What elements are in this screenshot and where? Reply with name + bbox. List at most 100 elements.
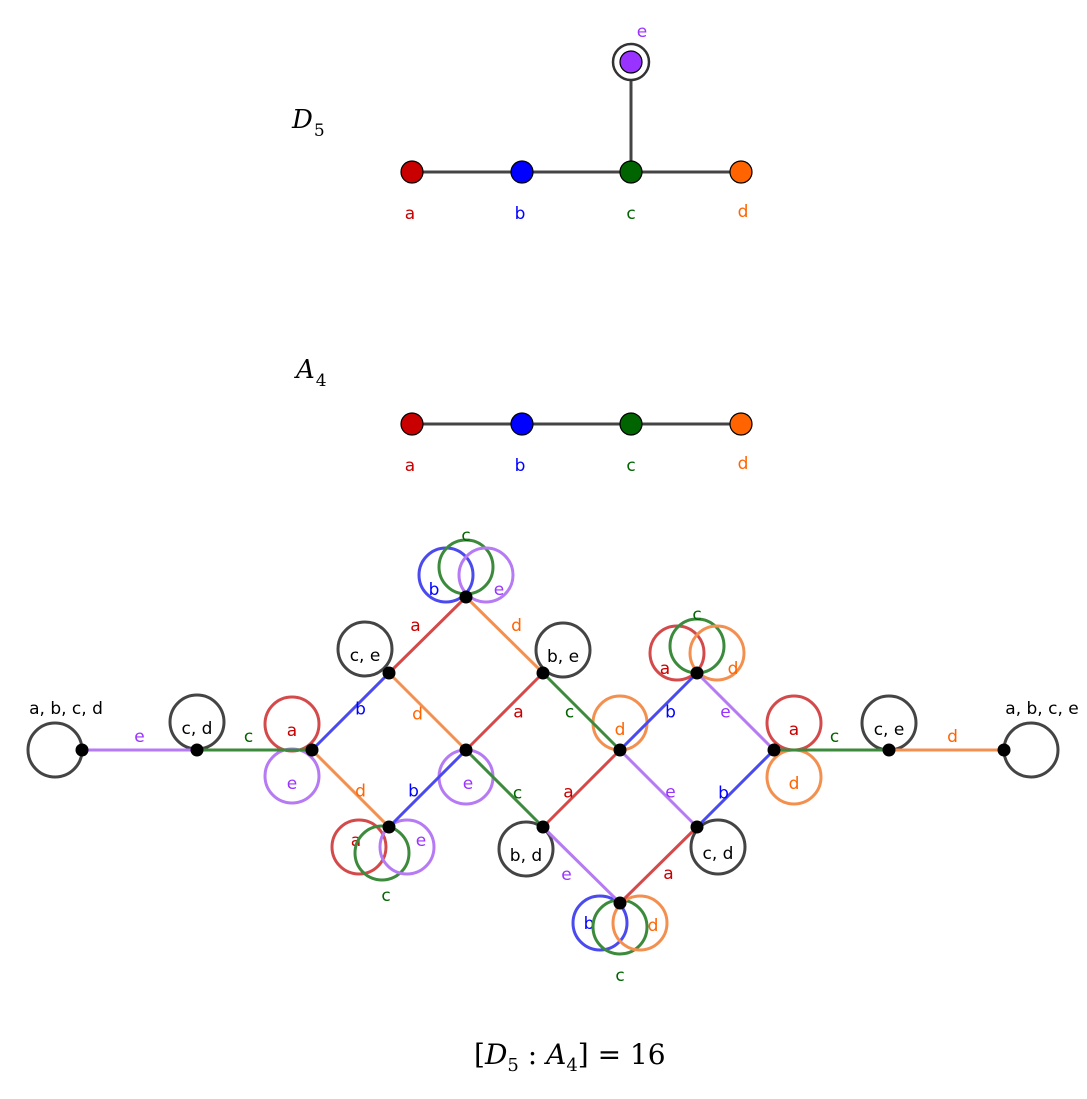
graph-vertex-v1 <box>75 743 89 757</box>
graph-edge-v4-v7 <box>387 671 468 752</box>
graph-loop-label-v9-0: b, d <box>510 846 542 866</box>
graph-edge-v5-v7 <box>387 748 468 829</box>
graph-loop-label-v5-2: e <box>416 831 426 851</box>
graph-vertex-v8 <box>536 666 550 680</box>
graph-loop-label-v11-0: b <box>584 914 595 934</box>
graph-edge-label-v3-v5: d <box>355 782 366 802</box>
graph-edge-label-v15-v16: d <box>947 727 958 747</box>
graph-edges <box>82 595 1004 905</box>
graph-loop-label-v1-0: a, b, c, d <box>29 699 103 719</box>
a4-node-label-a: a <box>405 456 415 476</box>
graph-edge-label-v11-v13: a <box>663 864 673 884</box>
graph-edge-label-v2-v3: c <box>244 727 253 747</box>
graph-edge-label-v6-v8: d <box>511 616 522 636</box>
graph-edge-v4-v6 <box>387 595 468 675</box>
graph-vertex-v5 <box>382 820 396 834</box>
graph-loop-label-v2-0: c, d <box>182 719 213 739</box>
graph-loop-label-v15-0: c, e <box>874 720 905 740</box>
graph-vertex-v15 <box>882 743 896 757</box>
graph-loop-label-v10-0: d <box>615 720 626 740</box>
a4-node-label-c: c <box>626 456 635 476</box>
a4-node-a <box>400 412 424 436</box>
graph-loop-label-v6-2: e <box>494 580 504 600</box>
graph-loop-v4-0 <box>336 620 394 678</box>
graph-edge-v9-v10 <box>541 748 622 829</box>
graph-loop-label-v12-1: c <box>692 605 701 625</box>
graph-loop-v5-0 <box>330 818 388 876</box>
graph-vertex-v12 <box>690 666 704 680</box>
graph-vertex-v14 <box>767 743 781 757</box>
d5-node-label-c: c <box>626 204 635 224</box>
a4-node-label-b: b <box>515 456 526 476</box>
graph-loop-v6-2 <box>457 546 515 604</box>
graph-loop-label-v11-2: d <box>648 916 659 936</box>
graph-loop-v9-0 <box>497 820 555 878</box>
a4-node-label-d: d <box>738 454 749 474</box>
graph-edge-label-v14-v15: c <box>830 727 839 747</box>
graph-loop-v5-1 <box>353 824 411 882</box>
graph-loop-label-v5-1: c <box>381 886 390 906</box>
graph-loop-label-v12-0: a <box>660 659 670 679</box>
graph-edge-v11-v13 <box>618 825 699 905</box>
graph-edge-label-v9-v10: a <box>563 783 573 803</box>
graph-loop-label-v14-1: d <box>789 774 800 794</box>
graph-loop-label-v8-0: b, e <box>547 647 579 667</box>
graph-loop-label-v4-0: c, e <box>350 646 381 666</box>
graph-loop-v1-0 <box>26 721 84 779</box>
graph-loop-label-v11-1: c <box>615 966 624 986</box>
graph-edge-label-v12-v14: e <box>720 703 730 723</box>
graph-loop-v16-0 <box>1002 721 1060 779</box>
a4-title: A4 <box>294 355 327 391</box>
graph-loop-v5-2 <box>378 818 436 876</box>
graph-vertex-v3 <box>305 743 319 757</box>
graph-loops: a, b, c, d c, d a e c, e a c e b c e e b, e b, d d b c d a… <box>26 526 1079 986</box>
graph-vertex-v11 <box>613 896 627 910</box>
graph-edge-v9-v11 <box>541 825 622 905</box>
graph-edge-label-v10-v13: e <box>665 783 675 803</box>
d5-edges <box>412 62 741 174</box>
a4-nodes: a b c d <box>400 412 753 476</box>
d5-node-label-a: a <box>405 204 415 224</box>
graph-vertex-v7 <box>459 743 473 757</box>
d5-node-a <box>400 160 424 184</box>
graph-edge-label-v3-v4: b <box>355 700 366 720</box>
graph-edge-label-v7-v9: c <box>513 784 522 804</box>
d5-node-d <box>729 160 753 184</box>
graph-edge-v10-v13 <box>618 748 699 829</box>
graph-vertex-v9 <box>536 820 550 834</box>
graph-edge-label-v5-v7: b <box>408 782 419 802</box>
a4-dynkin-diagram: A4 a b c d <box>294 355 753 476</box>
graph-vertex-v2 <box>190 743 204 757</box>
graph-edge-label-v9-v11: e <box>561 865 571 885</box>
d5-node-label-d: d <box>738 202 749 222</box>
graph-edge-v10-v12 <box>618 671 699 752</box>
graph-edge-label-v4-v7: d <box>412 705 423 725</box>
graph-loop-label-v16-0: a, b, c, e <box>1005 699 1078 719</box>
index-equation: [D5 : A4] = 16 <box>474 1038 666 1076</box>
graph-edge-v3-v5 <box>310 748 391 829</box>
graph-loop-label-v6-0: b <box>429 580 440 600</box>
d5-node-c <box>619 160 643 184</box>
graph-loop-label-v5-0: a <box>351 831 361 851</box>
d5-node-label-b: b <box>515 204 526 224</box>
a4-node-d <box>729 412 753 436</box>
d5-node-e <box>619 50 643 74</box>
graph-loop-v8-0 <box>534 621 592 679</box>
graph-loop-label-v12-2: d <box>728 659 739 679</box>
d5-title: D5 <box>291 105 325 141</box>
graph-edge-v3-v4 <box>310 671 391 752</box>
graph-edge-label-v4-v6: a <box>410 616 420 636</box>
coset-graph: a, b, c, d c, d a e c, e a c e b c e e b, e b, d d b c d a… <box>26 526 1079 986</box>
graph-vertices <box>75 590 1011 910</box>
graph-vertex-v6 <box>459 590 473 604</box>
a4-node-c <box>619 412 643 436</box>
graph-loop-label-v6-1: c <box>461 526 470 546</box>
graph-loop-v11-0 <box>571 894 629 952</box>
graph-edge-v12-v14 <box>695 671 776 752</box>
d5-node-b <box>510 160 534 184</box>
